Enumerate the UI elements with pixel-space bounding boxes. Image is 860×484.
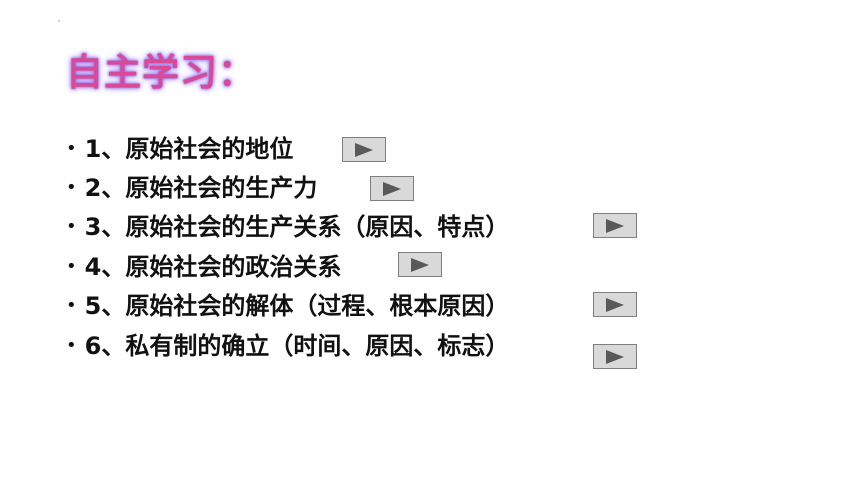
list-item: • 1、原始社会的地位 xyxy=(66,132,293,166)
list-item-label: 4、原始社会的政治关系 xyxy=(84,253,342,281)
play-button[interactable] xyxy=(593,292,637,317)
bullet: • xyxy=(66,335,77,356)
play-icon xyxy=(606,349,624,364)
play-icon xyxy=(411,257,429,272)
bullet: • xyxy=(66,256,77,277)
play-button[interactable] xyxy=(593,344,637,369)
list-item-label: 6、私有制的确立（时间、原因、标志） xyxy=(84,332,510,360)
decorative-dot xyxy=(58,20,60,22)
list-item: • 5、原始社会的解体（过程、根本原因） xyxy=(66,289,509,323)
list-item: • 2、原始社会的生产力 xyxy=(66,171,317,205)
play-button[interactable] xyxy=(398,252,442,277)
bullet: • xyxy=(66,295,77,316)
play-icon xyxy=(606,218,624,233)
bullet: • xyxy=(66,216,77,237)
play-button[interactable] xyxy=(593,213,637,238)
list-item-label: 1、原始社会的地位 xyxy=(84,135,294,163)
play-button[interactable] xyxy=(370,176,414,201)
list-item-label: 2、原始社会的生产力 xyxy=(84,174,318,202)
play-icon xyxy=(355,142,373,157)
bullet: • xyxy=(66,138,77,159)
play-icon xyxy=(383,181,401,196)
list-item-label: 3、原始社会的生产关系（原因、特点） xyxy=(84,213,510,241)
list-item: • 3、原始社会的生产关系（原因、特点） xyxy=(66,210,509,244)
list-item: • 4、原始社会的政治关系 xyxy=(66,250,341,284)
slide-title: 自主学习： xyxy=(66,51,256,94)
list-item-label: 5、原始社会的解体（过程、根本原因） xyxy=(84,292,510,320)
play-icon xyxy=(606,297,624,312)
bullet: • xyxy=(66,177,77,198)
list-item: • 6、私有制的确立（时间、原因、标志） xyxy=(66,329,509,363)
play-button[interactable] xyxy=(342,137,386,162)
